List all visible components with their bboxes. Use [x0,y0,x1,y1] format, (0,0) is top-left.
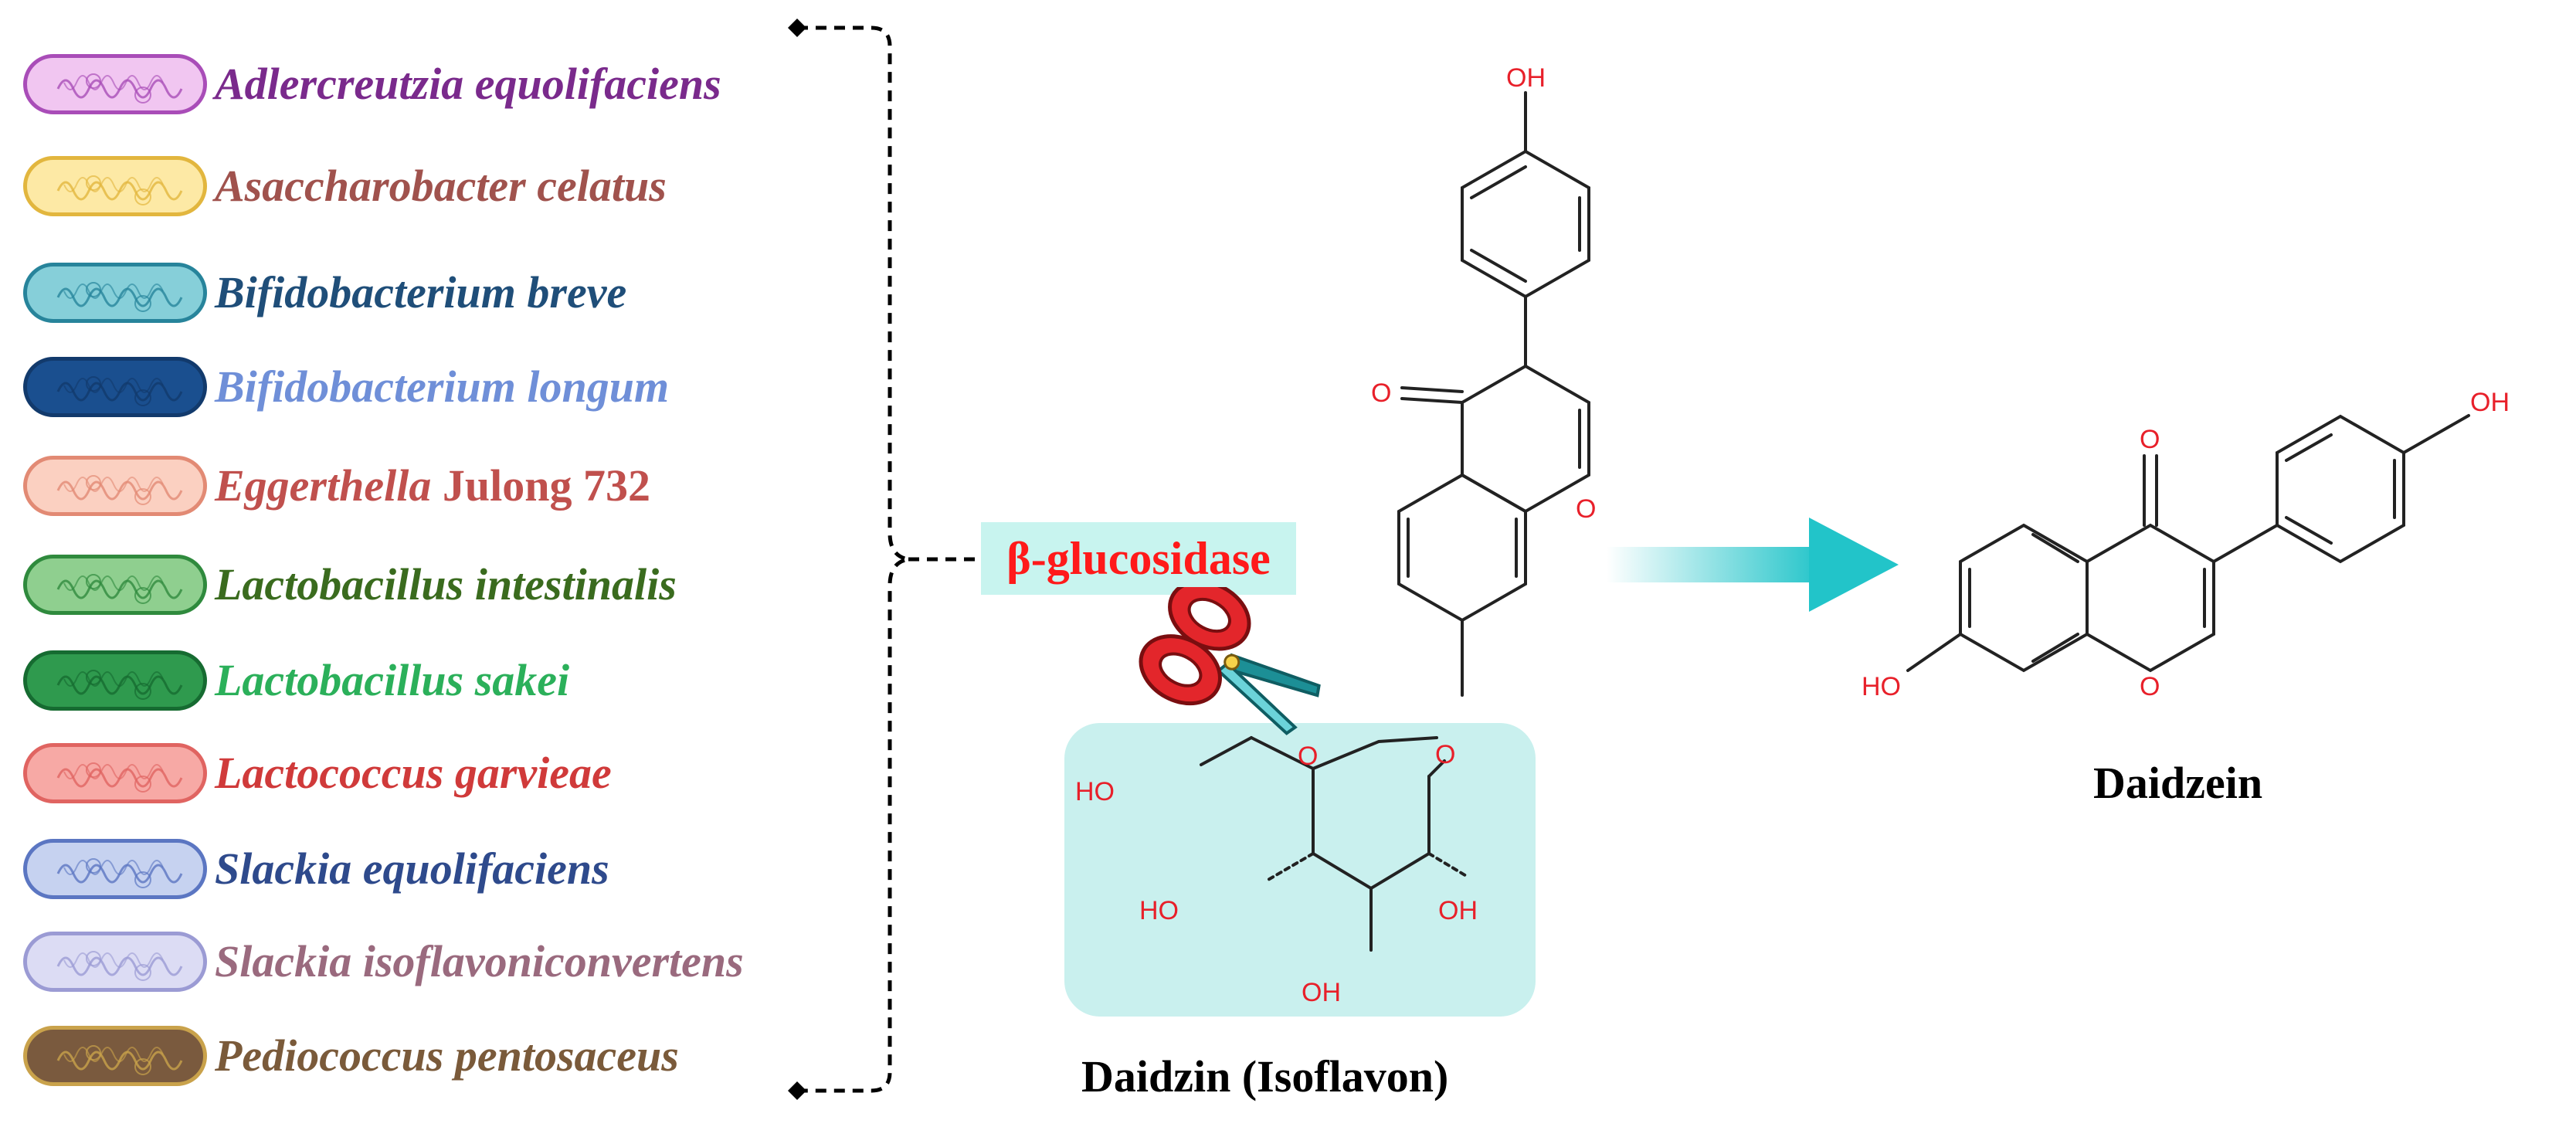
bacterium-icon [23,932,207,992]
bacterium-icon [23,743,207,803]
daidzein-caption: Daidzein [2093,758,2263,808]
species-italic-name: Eggerthella [215,460,432,511]
bacteria-item: Bifidobacterium longum [23,352,911,422]
species-name: Lactobacillus sakei [215,646,569,715]
species-name: Lactococcus garvieae [215,738,612,808]
species-name: Adlercreutzia equolifaciens [215,49,721,119]
daidzin-ring-o: O [1576,494,1596,524]
species-italic-name: Adlercreutzia equolifaciens [215,59,721,109]
glucose-highlight [1064,723,1536,1017]
bacteria-item: Slackia isoflavoniconvertens [23,927,911,996]
species-name: Eggerthella Julong 732 [215,451,650,521]
species-name: Pediococcus pentosaceus [215,1021,679,1091]
bacteria-item: Asaccharobacter celatus [23,151,911,221]
bacteria-item: Eggerthella Julong 732 [23,451,911,521]
bacteria-item: Slackia equolifaciens [23,834,911,904]
bacterium-icon [23,555,207,615]
daidzin-caption: Daidzin (Isoflavon) [1081,1051,1449,1102]
bacterium-icon [23,456,207,516]
species-italic-name: Lactobacillus sakei [215,655,570,705]
bracket-top-diamond [788,19,806,37]
bacterium-icon [23,839,207,899]
species-name: Lactobacillus intestinalis [215,550,677,620]
species-name: Bifidobacterium longum [215,352,669,422]
species-italic-name: Bifidobacterium longum [215,362,670,412]
bacteria-item: Lactobacillus intestinalis [23,550,911,620]
reaction-arrow [1607,518,1899,612]
species-name: Slackia isoflavoniconvertens [215,927,744,996]
scissors-icon [1139,587,1321,735]
species-name: Bifidobacterium breve [215,258,626,328]
bacteria-item: Pediococcus pentosaceus [23,1021,911,1091]
enzyme-label: β-glucosidase [981,522,1296,595]
species-italic-name: Bifidobacterium breve [215,267,627,317]
bacterium-icon [23,156,207,216]
bacterium-icon [23,54,207,114]
species-italic-name: Lactococcus garvieae [215,748,612,798]
species-italic-name: Asaccharobacter celatus [215,161,667,211]
bacterium-icon [23,650,207,711]
bacterium-icon [23,263,207,323]
species-italic-name: Lactobacillus intestinalis [215,559,677,609]
species-italic-name: Pediococcus pentosaceus [215,1030,679,1081]
daidzin-carbonyl-o: O [1371,378,1391,408]
species-strain: Julong 732 [442,460,650,511]
species-italic-name: Slackia equolifaciens [215,844,609,894]
daidzein-ring-o: O [2140,672,2160,701]
daidzein-carbonyl-o: O [2140,425,2160,454]
bacterium-icon [23,357,207,417]
daidzin-oh-top: OH [1506,63,1546,93]
species-name: Slackia equolifaciens [215,834,609,904]
bacteria-item: Adlercreutzia equolifaciens [23,49,911,119]
daidzein-ho-left: HO [1862,672,1901,701]
species-italic-name: Slackia isoflavoniconvertens [215,936,744,986]
daidzein-oh-right: OH [2470,388,2510,417]
bacterium-icon [23,1026,207,1086]
bacteria-item: Bifidobacterium breve [23,258,911,328]
species-name: Asaccharobacter celatus [215,151,667,221]
bacteria-item: Lactobacillus sakei [23,646,911,715]
bacteria-item: Lactococcus garvieae [23,738,911,808]
